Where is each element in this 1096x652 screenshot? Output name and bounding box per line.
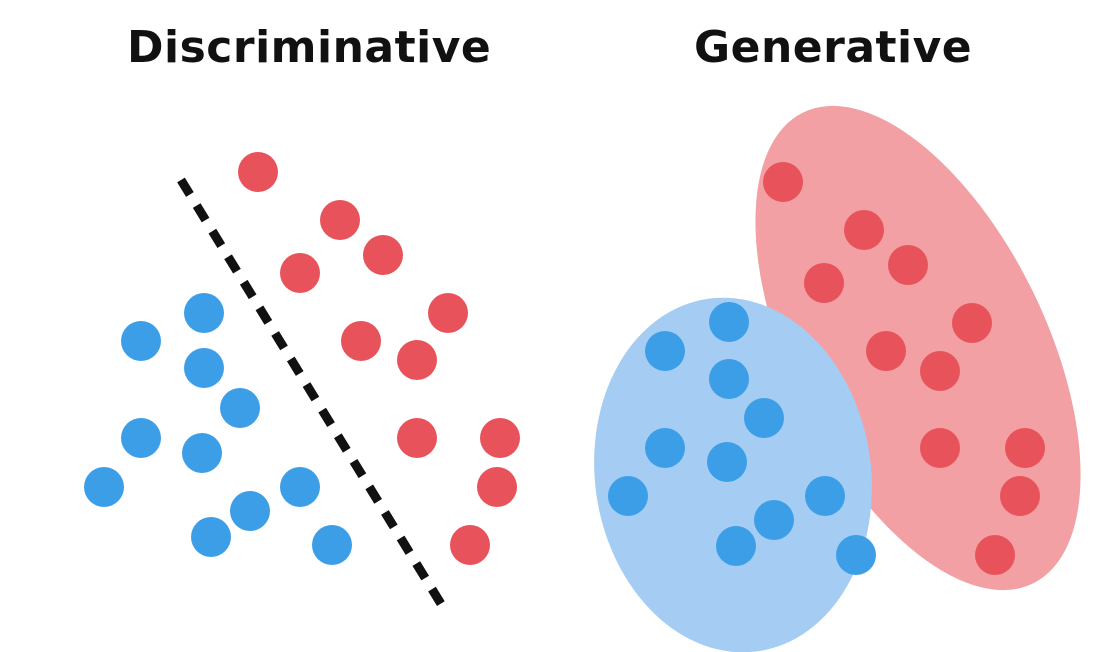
blue-point xyxy=(84,467,124,507)
red-point xyxy=(804,263,844,303)
red-class-region xyxy=(755,105,1081,591)
blue-point xyxy=(744,398,784,438)
blue-point xyxy=(709,359,749,399)
blue-point xyxy=(312,525,352,565)
red-point xyxy=(1000,476,1040,516)
red-point xyxy=(397,340,437,380)
blue-point xyxy=(754,500,794,540)
red-point xyxy=(280,253,320,293)
red-point xyxy=(341,321,381,361)
blue-point xyxy=(230,491,270,531)
discriminative-panel xyxy=(84,152,520,615)
red-point xyxy=(477,467,517,507)
red-point xyxy=(450,525,490,565)
blue-point xyxy=(716,526,756,566)
generative-blue-points xyxy=(608,302,876,575)
blue-point xyxy=(836,535,876,575)
discriminative-title: Discriminative xyxy=(127,22,492,73)
red-point xyxy=(952,303,992,343)
red-point xyxy=(397,418,437,458)
red-point xyxy=(975,535,1015,575)
blue-point xyxy=(191,517,231,557)
red-point xyxy=(1005,428,1045,468)
generative-panel xyxy=(594,105,1081,652)
blue-point xyxy=(645,428,685,468)
decision-boundary-line xyxy=(177,177,450,615)
discriminative-red-points xyxy=(238,152,520,565)
red-point xyxy=(920,428,960,468)
blue-point xyxy=(280,467,320,507)
red-point xyxy=(480,418,520,458)
red-point xyxy=(844,210,884,250)
blue-point xyxy=(645,331,685,371)
generative-red-points xyxy=(763,162,1045,575)
red-point xyxy=(363,235,403,275)
blue-point xyxy=(709,302,749,342)
red-point xyxy=(320,200,360,240)
blue-point xyxy=(184,348,224,388)
red-point xyxy=(920,351,960,391)
red-point xyxy=(763,162,803,202)
generative-title: Generative xyxy=(694,22,973,73)
red-point xyxy=(866,331,906,371)
blue-point xyxy=(121,321,161,361)
blue-point xyxy=(707,442,747,482)
blue-point xyxy=(121,418,161,458)
blue-point xyxy=(220,388,260,428)
red-point xyxy=(428,293,468,333)
blue-point xyxy=(184,293,224,333)
blue-point xyxy=(182,433,222,473)
discriminative-blue-points xyxy=(84,293,352,565)
blue-point xyxy=(608,476,648,516)
red-point xyxy=(888,245,928,285)
red-point xyxy=(238,152,278,192)
blue-point xyxy=(805,476,845,516)
